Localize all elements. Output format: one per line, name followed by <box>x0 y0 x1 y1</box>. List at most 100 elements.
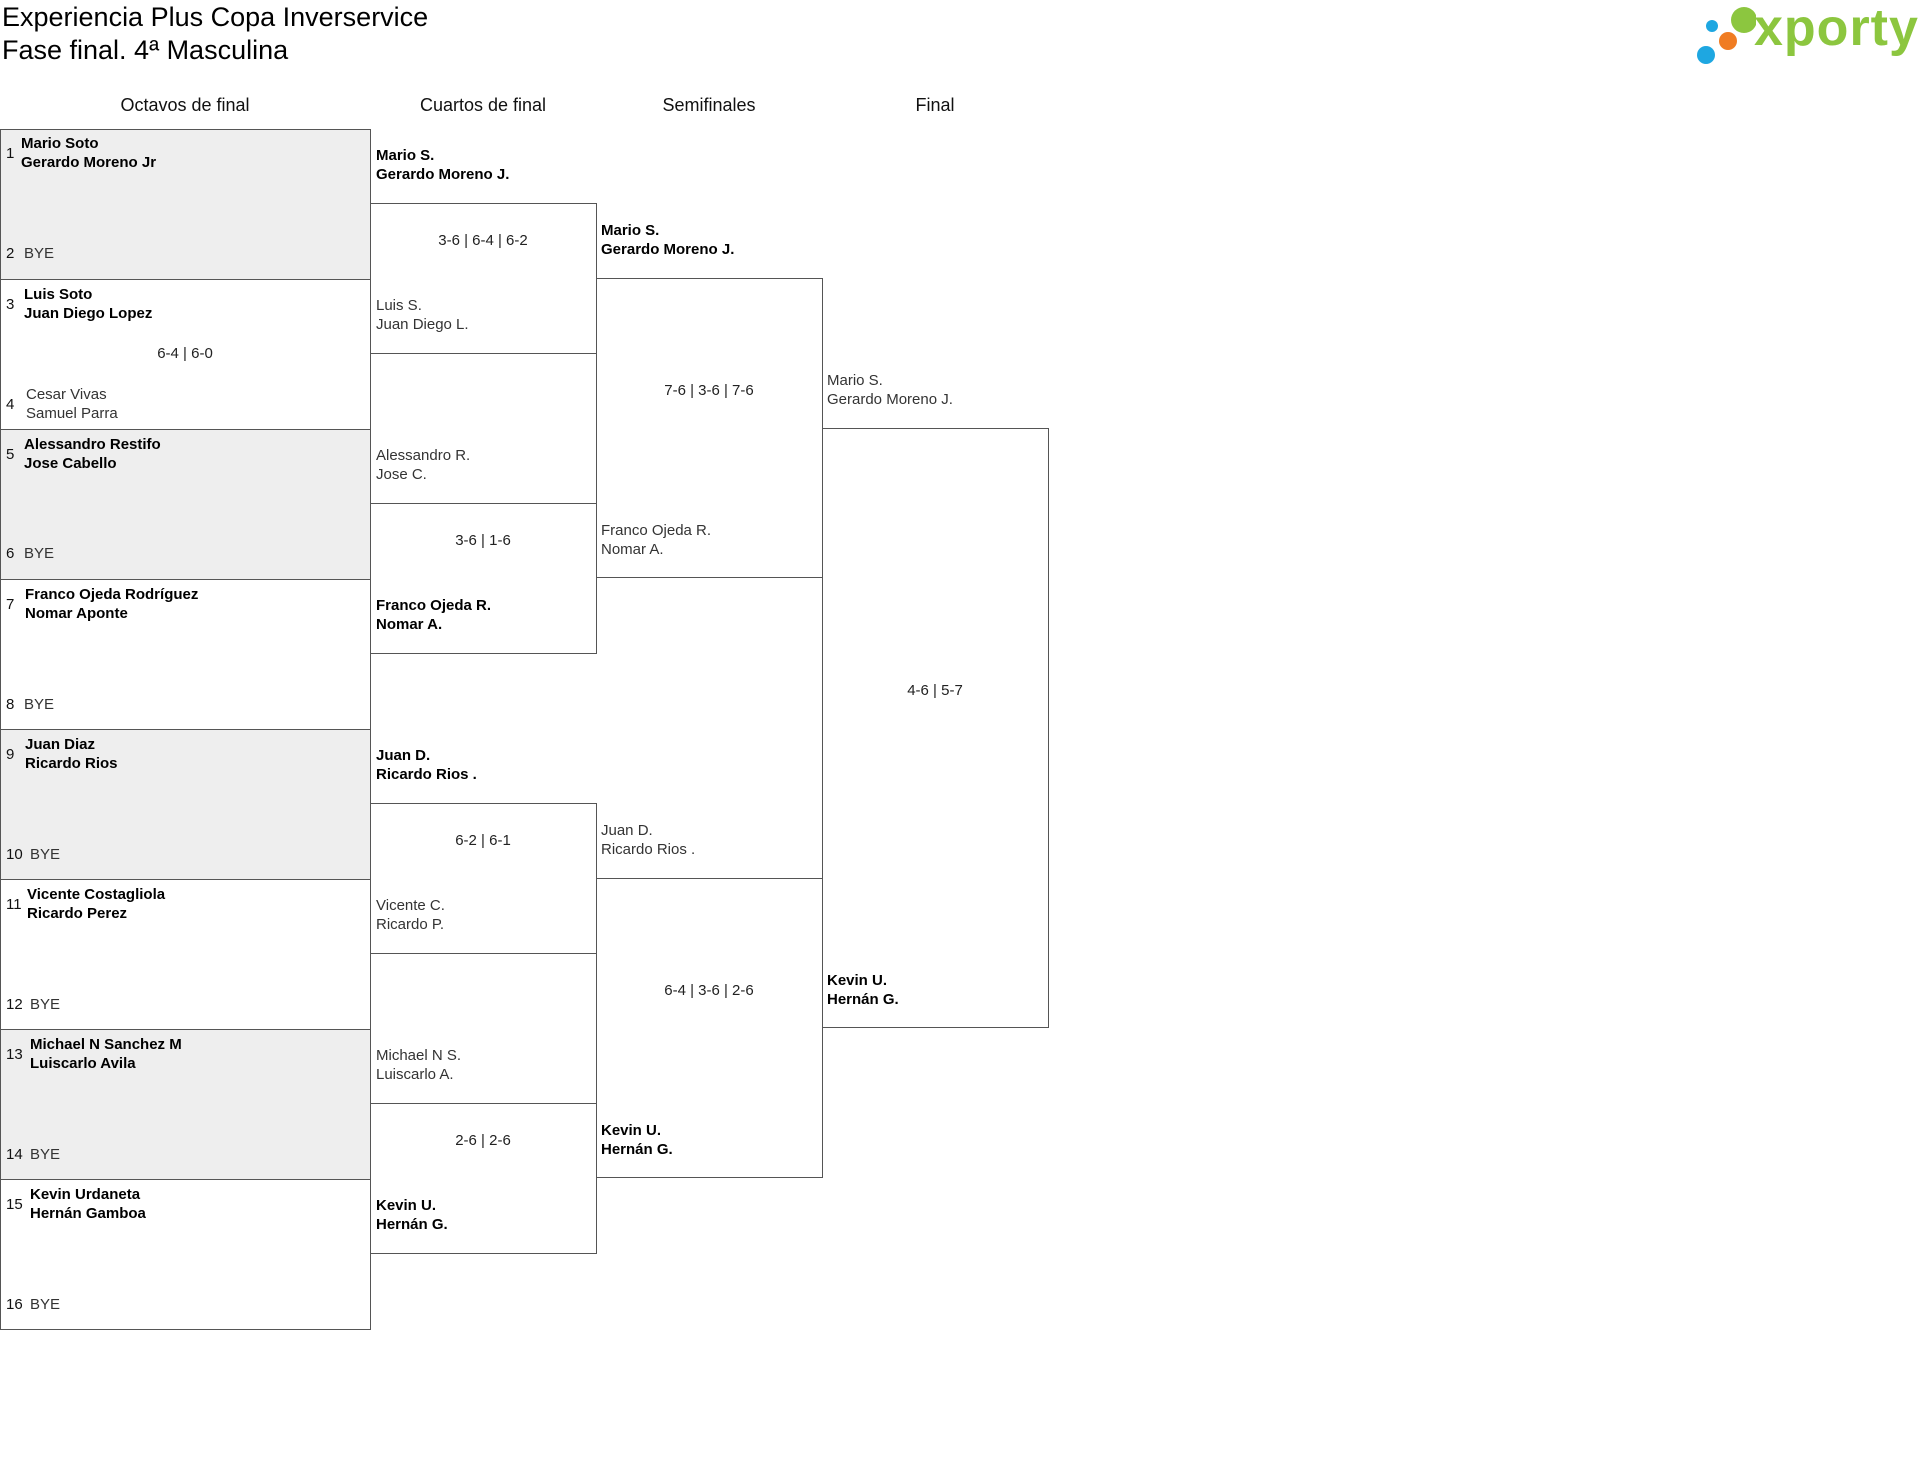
bye-label: BYE <box>30 1296 61 1313</box>
player-name: Alessandro Restifo <box>24 436 161 453</box>
team-slot: Kevin U. Hernán G. <box>601 1121 673 1159</box>
player-name: Juan Diego L. <box>376 316 469 333</box>
player-name: Kevin U. <box>601 1122 662 1139</box>
team-slot: Kevin Urdaneta Hernán Gamboa <box>30 1185 146 1223</box>
round-header-octavos: Octavos de final <box>120 95 250 115</box>
team-slot: Kevin U. Hernán G. <box>827 971 899 1009</box>
player-name: Vicente C. <box>376 897 445 914</box>
team-slot: Kevin U. Hernán G. <box>376 1196 448 1234</box>
player-name: Juan D. <box>601 822 653 839</box>
bye-label: BYE <box>24 696 55 713</box>
team-slot: Vicente C. Ricardo P. <box>376 896 445 934</box>
seed-number: 13 <box>6 1046 23 1063</box>
player-name: Gerardo Moreno J. <box>601 241 735 258</box>
bye-label: BYE <box>30 846 61 863</box>
player-name: Nomar Aponte <box>25 605 128 622</box>
tournament-title: Experiencia Plus Copa Inverservice <box>2 2 429 32</box>
seed-number: 3 <box>6 296 15 313</box>
player-name: Franco Ojeda R. <box>601 522 712 539</box>
player-name: Luiscarlo A. <box>376 1066 454 1083</box>
round-header-final: Final <box>915 95 955 115</box>
player-name: Vicente Costagliola <box>27 886 166 903</box>
octavos-match-5 <box>0 729 371 880</box>
player-name: Luiscarlo Avila <box>30 1055 136 1072</box>
bye-label: BYE <box>24 245 55 262</box>
match-score: 4-6 | 5-7 <box>907 682 963 699</box>
player-name: Samuel Parra <box>26 405 118 422</box>
player-name: Cesar Vivas <box>26 386 107 403</box>
bubbles-icon <box>1697 7 1756 64</box>
player-name: Michael N S. <box>376 1047 462 1064</box>
player-name: Hernán G. <box>376 1216 448 1233</box>
final-match <box>822 428 1049 1028</box>
player-name: Franco Ojeda Rodríguez <box>25 586 199 603</box>
player-name: Luis Soto <box>24 286 93 303</box>
player-name: Alessandro R. <box>376 447 471 464</box>
player-name: Kevin U. <box>376 1197 437 1214</box>
player-name: Juan D. <box>376 747 431 764</box>
round-header-cuartos: Cuartos de final <box>419 95 547 115</box>
team-slot: Michael N S. Luiscarlo A. <box>376 1046 461 1084</box>
team-slot: Franco Ojeda R. Nomar A. <box>601 521 711 559</box>
player-name: Franco Ojeda R. <box>376 597 492 614</box>
team-slot: Luis S. Juan Diego L. <box>376 296 469 334</box>
team-slot: Mario S. Gerardo Moreno J. <box>601 221 734 259</box>
cuartos-match-2 <box>370 503 597 654</box>
player-name: Ricardo Rios <box>25 755 118 772</box>
match-score: 6-4 | 6-0 <box>157 345 213 362</box>
team-slot: Franco Ojeda R. Nomar A. <box>376 596 491 634</box>
seed-number: 12 <box>6 996 23 1013</box>
octavos-match-1 <box>0 129 371 280</box>
player-name: Kevin Urdaneta <box>30 1186 141 1203</box>
player-name: Ricardo Rios . <box>601 841 696 858</box>
semifinal-match-2 <box>596 878 823 1178</box>
seed-number: 9 <box>6 746 15 763</box>
seed-number: 2 <box>6 245 15 262</box>
team-slot: Juan D. Ricardo Rios . <box>376 746 477 784</box>
player-name: Juan Diego Lopez <box>24 305 153 322</box>
bye-label: BYE <box>30 1146 61 1163</box>
team-slot: Juan D. Ricardo Rios . <box>601 821 695 859</box>
team-slot: Juan Diaz Ricardo Rios <box>25 735 118 773</box>
xporty-logo: xporty <box>1690 0 1920 70</box>
player-name: Mario Soto <box>21 135 99 152</box>
player-name: Juan Diaz <box>25 736 96 753</box>
player-name: Gerardo Moreno J. <box>376 166 510 183</box>
seed-number: 10 <box>6 846 23 863</box>
player-name: Hernán G. <box>827 991 899 1008</box>
player-name: Mario S. <box>827 372 883 389</box>
match-score: 7-6 | 3-6 | 7-6 <box>664 382 754 399</box>
team-slot: Mario S. Gerardo Moreno J. <box>827 371 953 409</box>
team-slot: Franco Ojeda Rodríguez Nomar Aponte <box>25 585 198 623</box>
player-name: Jose Cabello <box>24 455 117 472</box>
bye-label: BYE <box>24 545 55 562</box>
player-name: Nomar A. <box>601 541 664 558</box>
player-name: Mario S. <box>601 222 660 239</box>
match-score: 6-4 | 3-6 | 2-6 <box>664 982 754 999</box>
seed-number: 16 <box>6 1296 23 1313</box>
cuartos-match-4 <box>370 1103 597 1254</box>
match-score: 3-6 | 1-6 <box>455 532 511 549</box>
team-slot: Luis Soto Juan Diego Lopez <box>24 285 152 323</box>
octavos-match-8 <box>0 1179 371 1330</box>
seed-number: 15 <box>6 1196 23 1213</box>
seed-number: 1 <box>6 145 15 162</box>
player-name: Gerardo Moreno J. <box>827 391 953 408</box>
team-slot: Vicente Costagliola Ricardo Perez <box>27 885 165 923</box>
player-name: Ricardo Perez <box>27 905 128 922</box>
round-header-semifinales: Semifinales <box>662 95 756 115</box>
seed-number: 14 <box>6 1146 23 1163</box>
seed-number: 5 <box>6 446 15 463</box>
seed-number: 11 <box>6 896 22 913</box>
player-name: Mario S. <box>376 147 435 164</box>
player-name: Hernán G. <box>601 1141 673 1158</box>
seed-number: 7 <box>6 596 15 613</box>
player-name: Ricardo P. <box>376 916 445 933</box>
player-name: Kevin U. <box>827 972 888 989</box>
player-name: Luis S. <box>376 297 422 314</box>
match-score: 2-6 | 2-6 <box>455 1132 511 1149</box>
octavos-match-7 <box>0 1029 371 1180</box>
bye-label: BYE <box>30 996 61 1013</box>
team-slot: Mario S. Gerardo Moreno J. <box>376 146 509 184</box>
seed-number: 8 <box>6 696 15 713</box>
